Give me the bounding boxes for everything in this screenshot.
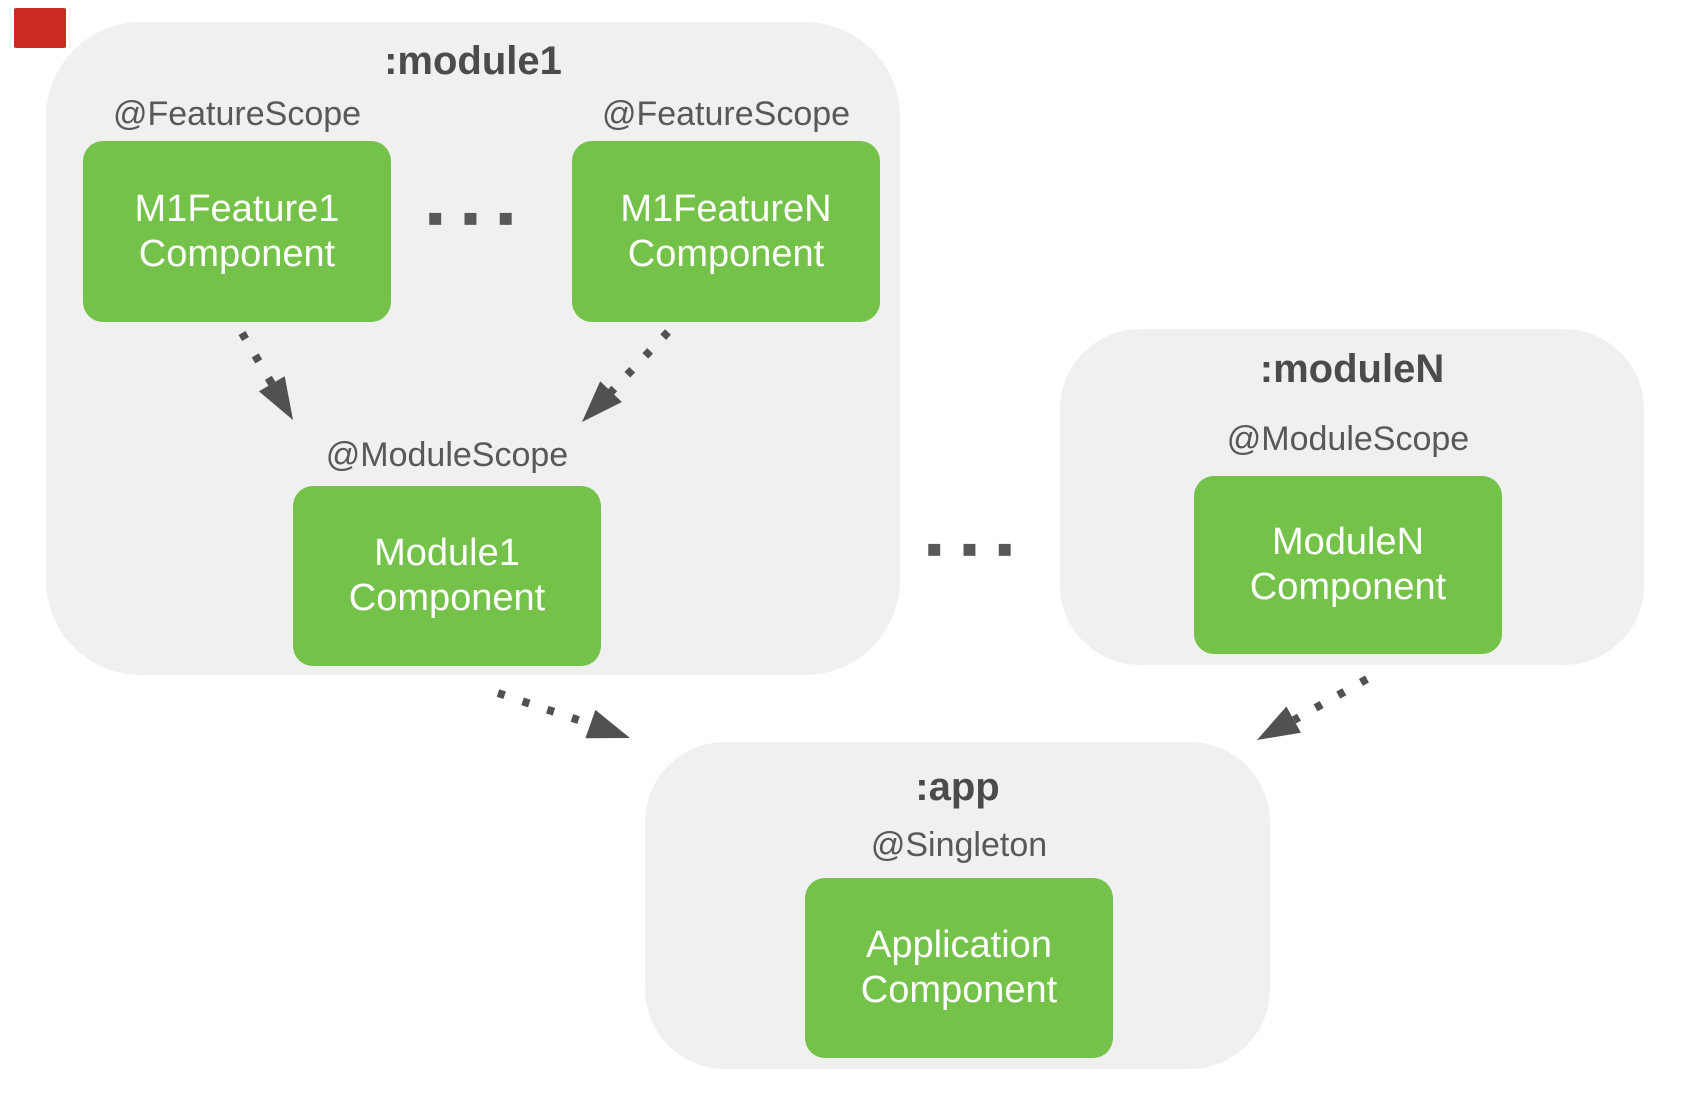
module-ellipsis-dots: ▪▪▪ — [926, 534, 1032, 562]
moduleN-title: :moduleN — [1259, 347, 1445, 391]
moduleN-container: :moduleN @ModuleScope ModuleN Component — [1060, 329, 1644, 665]
app-title: :app — [915, 765, 1000, 809]
arrow-module1-to-app — [496, 689, 630, 739]
module1-scope-label: @ModuleScope — [325, 436, 569, 474]
m1feature1-component-node: M1Feature1 Component — [83, 141, 391, 322]
module1-container: :module1 @FeatureScope M1Feature1 Compon… — [46, 22, 900, 675]
feature-ellipsis-dots: ▪▪▪ — [427, 203, 533, 231]
moduleN-scope-label: @ModuleScope — [1226, 420, 1470, 458]
application-component-node: Application Component — [805, 878, 1113, 1058]
feature1-scope-label: @FeatureScope — [112, 95, 362, 133]
m1featureN-component-line2: Component — [627, 232, 825, 275]
m1feature1-component-line2: Component — [138, 232, 336, 275]
moduleN-component-node: ModuleN Component — [1194, 476, 1502, 654]
module1-component-line1: Module1 — [374, 532, 520, 574]
app-container: :app @Singleton Application Component — [645, 742, 1270, 1069]
m1feature1-component-line1: M1Feature1 — [134, 187, 340, 230]
m1featureN-component-node: M1FeatureN Component — [572, 141, 880, 322]
module1-title: :module1 — [384, 39, 562, 83]
arrow-moduleN-to-app — [1257, 675, 1369, 740]
module1-component-node: Module1 Component — [293, 486, 601, 666]
moduleN-component-line1: ModuleN — [1271, 521, 1425, 563]
m1featureN-component-line1: M1FeatureN — [620, 187, 832, 230]
application-component-line1: Application — [866, 924, 1052, 966]
red-marker-box — [14, 8, 66, 48]
application-component-line2: Component — [860, 969, 1058, 1011]
moduleN-component-line2: Component — [1249, 566, 1447, 608]
featureN-scope-label: @FeatureScope — [601, 95, 851, 133]
module1-component-line2: Component — [348, 577, 546, 619]
singleton-scope-label: @Singleton — [870, 826, 1048, 864]
